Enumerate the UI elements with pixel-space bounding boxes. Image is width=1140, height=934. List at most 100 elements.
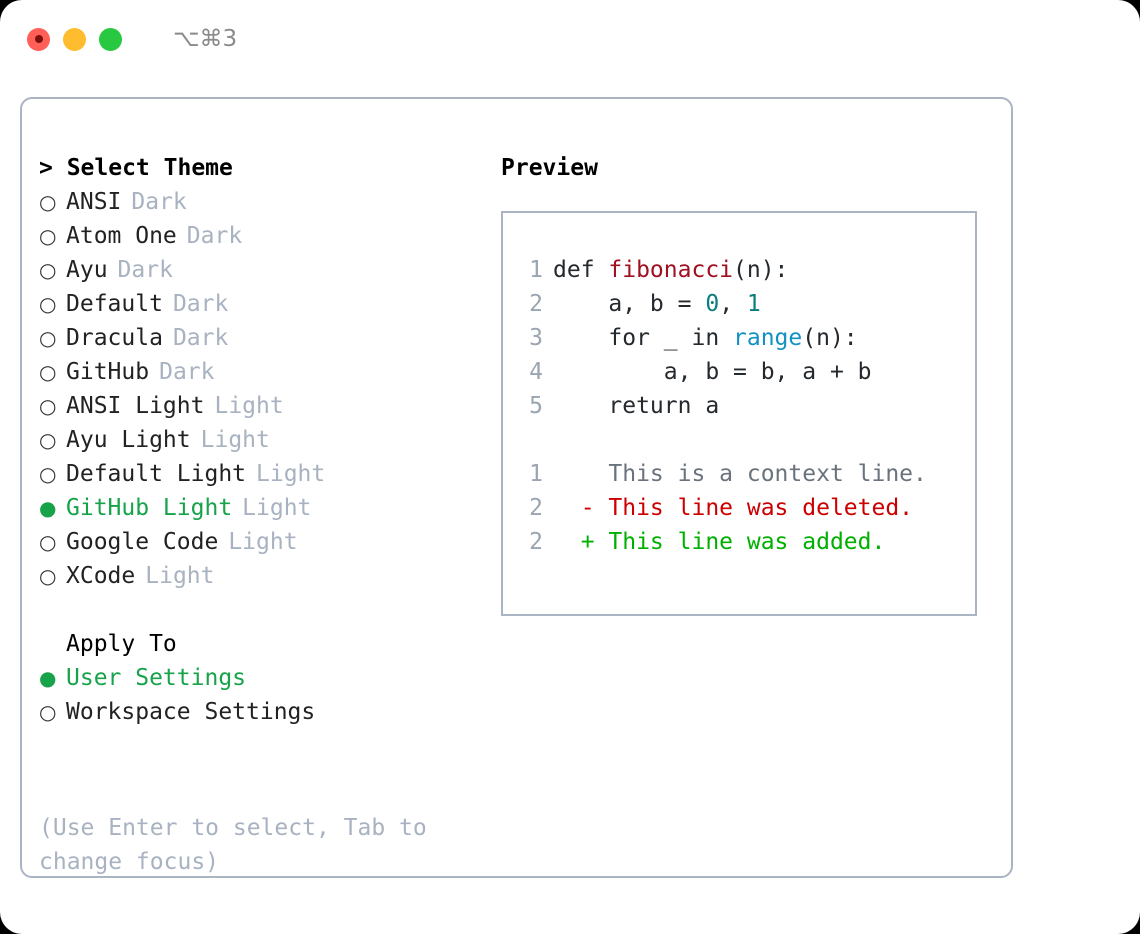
code-line: 4 a, b = b, a + b — [521, 355, 975, 389]
diff-line-number: 2 — [529, 529, 543, 555]
keyboard-shortcut-label: ⌥⌘3 — [173, 25, 238, 52]
apply-to-option-label: Workspace Settings — [66, 699, 316, 725]
code-line-text: a, b = 0, 1 — [553, 287, 760, 321]
diff-line-number: 2 — [529, 495, 543, 521]
diff-sample: 1 This is a context line.2 - This line w… — [521, 457, 975, 559]
code-line: 5 return a — [521, 389, 975, 423]
theme-variant-badge: Light — [228, 529, 298, 555]
code-line-number: 5 — [529, 393, 543, 419]
radio-unselected-icon: ○ — [39, 462, 57, 486]
maximize-window-button[interactable] — [99, 27, 122, 51]
apply-to-option-label: User Settings — [66, 665, 247, 691]
code-token-plain: (n): — [733, 257, 789, 283]
radio-unselected-icon: ○ — [39, 394, 57, 418]
code-token-plain: a, b = — [553, 291, 706, 317]
radio-unselected-icon: ○ — [39, 292, 57, 316]
code-line-text: def fibonacci(n): — [553, 253, 788, 287]
theme-picker-title: > Select Theme — [39, 155, 233, 181]
apply-to-heading-label: Apply To — [66, 631, 177, 657]
theme-variant-badge: Dark — [131, 189, 187, 215]
theme-option-10[interactable]: ○ Google Code Light — [39, 525, 489, 559]
code-line: 1 def fibonacci(n): — [521, 253, 975, 287]
radio-unselected-icon: ○ — [39, 700, 57, 724]
theme-option-label: GitHub — [66, 359, 150, 385]
theme-option-label: Default Light — [66, 461, 247, 487]
radio-unselected-icon: ○ — [39, 224, 57, 248]
minimize-window-button[interactable] — [63, 27, 86, 51]
theme-option-label: Atom One — [66, 223, 177, 249]
code-token-plain: return a — [553, 393, 720, 419]
code-token-plain: (n): — [802, 325, 858, 351]
apply-to-option-list[interactable]: ● User Settings ○ Workspace Settings — [39, 661, 489, 729]
code-token-fn: fibonacci — [608, 257, 734, 283]
theme-option-1[interactable]: ○ Atom One Dark — [39, 219, 489, 253]
radio-unselected-icon: ○ — [39, 530, 57, 554]
theme-variant-badge: Dark — [186, 223, 243, 249]
code-line-text: for _ in range(n): — [553, 321, 858, 355]
radio-selected-icon: ● — [39, 496, 57, 520]
code-line: 3 for _ in range(n): — [521, 321, 975, 355]
title-bar: ⌥⌘3 — [0, 0, 1140, 78]
diff-line: 2 - This line was deleted. — [521, 491, 975, 525]
radio-unselected-icon: ○ — [39, 428, 57, 452]
code-token-plain: for _ in — [553, 325, 734, 351]
theme-option-5[interactable]: ○ GitHub Dark — [39, 355, 489, 389]
radio-unselected-icon: ○ — [39, 326, 57, 350]
theme-option-label: ANSI Light — [66, 393, 205, 419]
code-line-number: 3 — [529, 325, 543, 351]
radio-unselected-icon: ○ — [39, 564, 57, 588]
theme-option-label: Ayu Light — [66, 427, 191, 453]
theme-variant-badge: Light — [242, 495, 312, 521]
diff-line-text: This is a context line. — [553, 461, 927, 487]
theme-option-label: Ayu — [66, 257, 108, 283]
code-token-num: 0 — [705, 291, 720, 317]
code-line-number: 4 — [529, 359, 543, 385]
code-line-number: 1 — [529, 257, 543, 283]
theme-variant-badge: Light — [145, 563, 215, 589]
theme-option-label: Default — [66, 291, 163, 317]
theme-option-label: Google Code — [66, 529, 219, 555]
theme-option-label: XCode — [66, 563, 136, 589]
diff-line: 1 This is a context line. — [521, 457, 975, 491]
code-token-plain: def — [553, 257, 609, 283]
traffic-lights — [27, 27, 122, 51]
theme-option-label: Dracula — [66, 325, 163, 351]
theme-option-9[interactable]: ● GitHub Light Light — [39, 491, 489, 525]
code-token-plain: a, b = b, a + b — [553, 359, 872, 385]
theme-variant-badge: Light — [214, 393, 284, 419]
code-line: 2 a, b = 0, 1 — [521, 287, 975, 321]
apply-to-heading-marker: ○ — [39, 627, 66, 661]
close-window-button[interactable] — [27, 27, 50, 51]
diff-line-text: + This line was added. — [553, 529, 886, 555]
radio-unselected-icon: ○ — [39, 190, 57, 214]
diff-line-text: - This line was deleted. — [553, 495, 914, 521]
theme-variant-badge: Dark — [159, 359, 215, 385]
theme-option-11[interactable]: ○ XCode Light — [39, 559, 489, 593]
theme-option-3[interactable]: ○ Default Dark — [39, 287, 489, 321]
theme-option-6[interactable]: ○ ANSI Light Light — [39, 389, 489, 423]
theme-variant-badge: Dark — [117, 257, 173, 283]
code-token-plain: , — [719, 291, 747, 317]
apply-to-option-0[interactable]: ● User Settings — [39, 661, 489, 695]
diff-line-number: 1 — [529, 461, 543, 487]
radio-selected-icon: ● — [39, 666, 57, 690]
preview-title: Preview — [501, 155, 598, 181]
code-token-call: range — [733, 325, 803, 351]
theme-variant-badge: Dark — [172, 291, 229, 317]
theme-option-label: GitHub Light — [66, 495, 233, 521]
apply-to-option-1[interactable]: ○ Workspace Settings — [39, 695, 489, 729]
apply-to-heading: ○ Apply To — [39, 627, 489, 661]
radio-unselected-icon: ○ — [39, 360, 57, 384]
